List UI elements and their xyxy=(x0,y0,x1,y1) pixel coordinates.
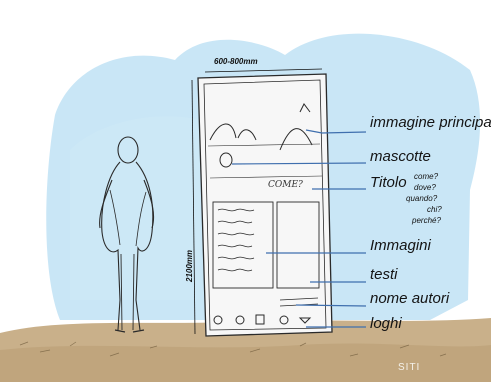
label-immagini: Immagini xyxy=(370,238,431,253)
label-immagine-principale: immagine principale xyxy=(370,115,491,130)
label-testi: testi xyxy=(370,267,398,282)
question-come: come? xyxy=(414,173,438,181)
question-dove: dove? xyxy=(414,184,436,192)
watermark: SITI xyxy=(398,362,420,373)
width-dimension-label: 600-800mm xyxy=(214,58,258,66)
label-titolo: Titolo xyxy=(370,175,407,190)
label-mascotte: mascotte xyxy=(370,149,431,164)
question-quando: quando? xyxy=(406,195,437,203)
height-dimension-label: 2100mm xyxy=(186,250,194,282)
panel-sketch-title: COME? xyxy=(268,180,303,190)
sky-wash-light xyxy=(70,116,200,300)
display-panel xyxy=(198,74,332,336)
question-perche: perché? xyxy=(412,217,441,225)
label-nome-autori: nome autori xyxy=(370,291,449,306)
question-chi: chi? xyxy=(427,206,442,214)
label-loghi: loghi xyxy=(370,316,402,331)
